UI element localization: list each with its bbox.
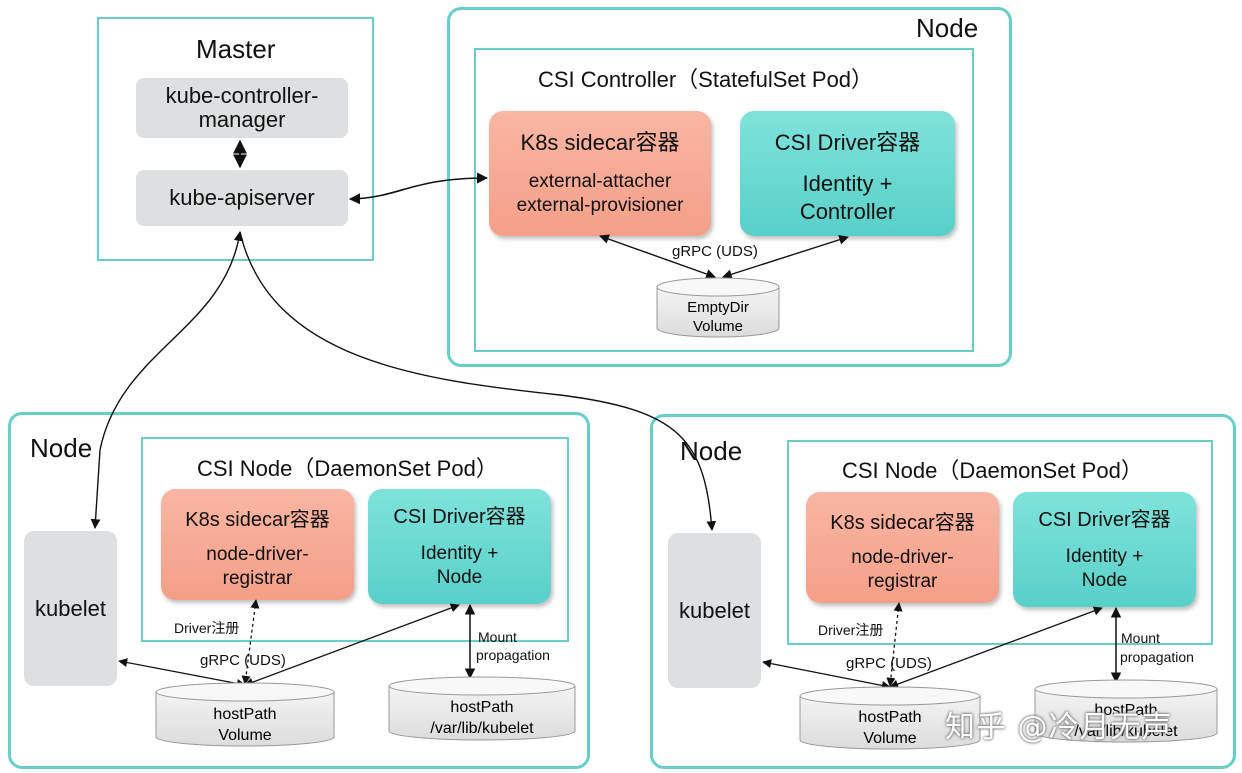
worker-node-1-mount-2: propagation <box>476 647 550 663</box>
wn2-hostpath-line2: /var/lib/kubelet <box>1074 723 1178 740</box>
worker-node-1-driver-line2: Node <box>436 567 483 588</box>
controller-sidecar-title: K8s sidecar容器 <box>520 130 680 155</box>
csi-controller-pod-title: CSI Controller（StatefulSet Pod） <box>538 67 874 92</box>
watermark: 知乎 @冷月无声 <box>945 710 1173 745</box>
controller-sidecar-container: K8s sidecar容器 external-attacher external… <box>489 111 711 236</box>
wn2-hostpath-volume-cylinder: hostPath Volume <box>799 686 981 750</box>
wn2-hostpath-kubelet-cylinder: hostPath /var/lib/kubelet <box>1034 679 1218 743</box>
emptydir-volume-cylinder: EmptyDir Volume <box>656 277 780 338</box>
worker-node-2-kubelet: kubelet <box>668 533 761 688</box>
worker-node-2-driver-line1: Identity + <box>1065 546 1144 567</box>
worker-node-2-mount-2: propagation <box>1120 649 1194 665</box>
worker-node-2-box <box>650 414 1236 769</box>
worker-node-1-kubelet: kubelet <box>24 531 117 686</box>
kube-apiserver: kube-apiserver <box>136 170 348 226</box>
worker-node-2-driver-register: Driver注册 <box>818 622 884 638</box>
worker-node-2-sidecar-line1: node-driver- <box>851 547 954 568</box>
wn2-volume-line2: Volume <box>863 730 916 747</box>
worker-node-1-sidecar-line1: node-driver- <box>206 544 309 565</box>
worker-node-1-driver-title: CSI Driver容器 <box>393 506 526 528</box>
apiserver-kubelet2-arrow <box>239 231 717 531</box>
worker-node-2-driver: CSI Driver容器 Identity + Node <box>1013 492 1196 607</box>
controller-driver-grpc-arrow <box>722 235 849 279</box>
external-provisioner-label: external-provisioner <box>516 195 684 216</box>
wn2-register-arrow <box>886 602 903 687</box>
apiserver-kubelet1-arrow <box>90 231 244 529</box>
worker-node-2-sidecar-title: K8s sidecar容器 <box>830 512 975 534</box>
wn1-hostpath-volume-cylinder: hostPath Volume <box>155 682 335 747</box>
emptydir-line1: EmptyDir <box>687 299 749 316</box>
wn1-volume-line1: hostPath <box>213 706 276 723</box>
wn1-hostpath-line2: /var/lib/kubelet <box>430 720 534 737</box>
wn1-kubelet-grpc-arrow <box>118 658 246 688</box>
controller-sidecar-grpc-arrow <box>599 234 716 279</box>
worker-node-1-sidecar-line2: registrar <box>222 568 293 589</box>
wn2-kubelet-grpc-arrow <box>762 659 891 690</box>
worker-node-1-mount-1: Mount <box>478 629 517 645</box>
worker-node-2-mount-1: Mount <box>1121 630 1160 646</box>
apiserver-controller-arrow <box>348 172 489 205</box>
worker-node-1-box <box>8 412 590 769</box>
worker-node-2-pod-title: CSI Node（DaemonSet Pod） <box>842 458 1143 483</box>
worker-node-1-driver-register: Driver注册 <box>174 620 240 636</box>
wn2-volume-line1: hostPath <box>858 709 921 726</box>
external-attacher-label: external-attacher <box>528 171 672 192</box>
worker-node-1-pod-title: CSI Node（DaemonSet Pod） <box>197 456 498 481</box>
worker-node-2-driver-line2: Node <box>1081 570 1128 591</box>
worker-node-1-title: Node <box>30 433 93 463</box>
worker-node-2-sidecar-line2: registrar <box>867 571 938 592</box>
worker-node-2-driver-title: CSI Driver容器 <box>1038 509 1171 531</box>
worker-node-1-driver-line1: Identity + <box>420 543 499 564</box>
controller-driver-line1: Identity + <box>802 171 893 196</box>
wn1-hostpath-kubelet-cylinder: hostPath /var/lib/kubelet <box>388 676 576 741</box>
wn2-hostpath-line1: hostPath <box>1094 702 1157 719</box>
kube-controller-manager: kube-controller- manager <box>136 78 348 138</box>
controller-driver-title: CSI Driver容器 <box>774 130 921 155</box>
worker-node-2-title: Node <box>680 436 743 466</box>
wn2-driver-grpc-arrow <box>889 606 1103 689</box>
wn1-register-arrow <box>241 599 260 685</box>
emptydir-line2: Volume <box>693 318 743 335</box>
wn1-hostpath-line1: hostPath <box>450 699 513 716</box>
worker-node-2-sidecar: K8s sidecar容器 node-driver- registrar <box>806 492 999 603</box>
worker-node-1-driver: CSI Driver容器 Identity + Node <box>368 489 551 604</box>
worker-node-1-sidecar: K8s sidecar容器 node-driver- registrar <box>161 489 354 600</box>
wn1-volume-line2: Volume <box>218 727 271 744</box>
controller-driver-container: CSI Driver容器 Identity + Controller <box>740 111 955 236</box>
controller-driver-line2: Controller <box>799 199 896 224</box>
wn1-driver-grpc-arrow <box>244 603 460 687</box>
controller-node-title: Node <box>916 13 979 43</box>
master-title: Master <box>196 34 276 64</box>
